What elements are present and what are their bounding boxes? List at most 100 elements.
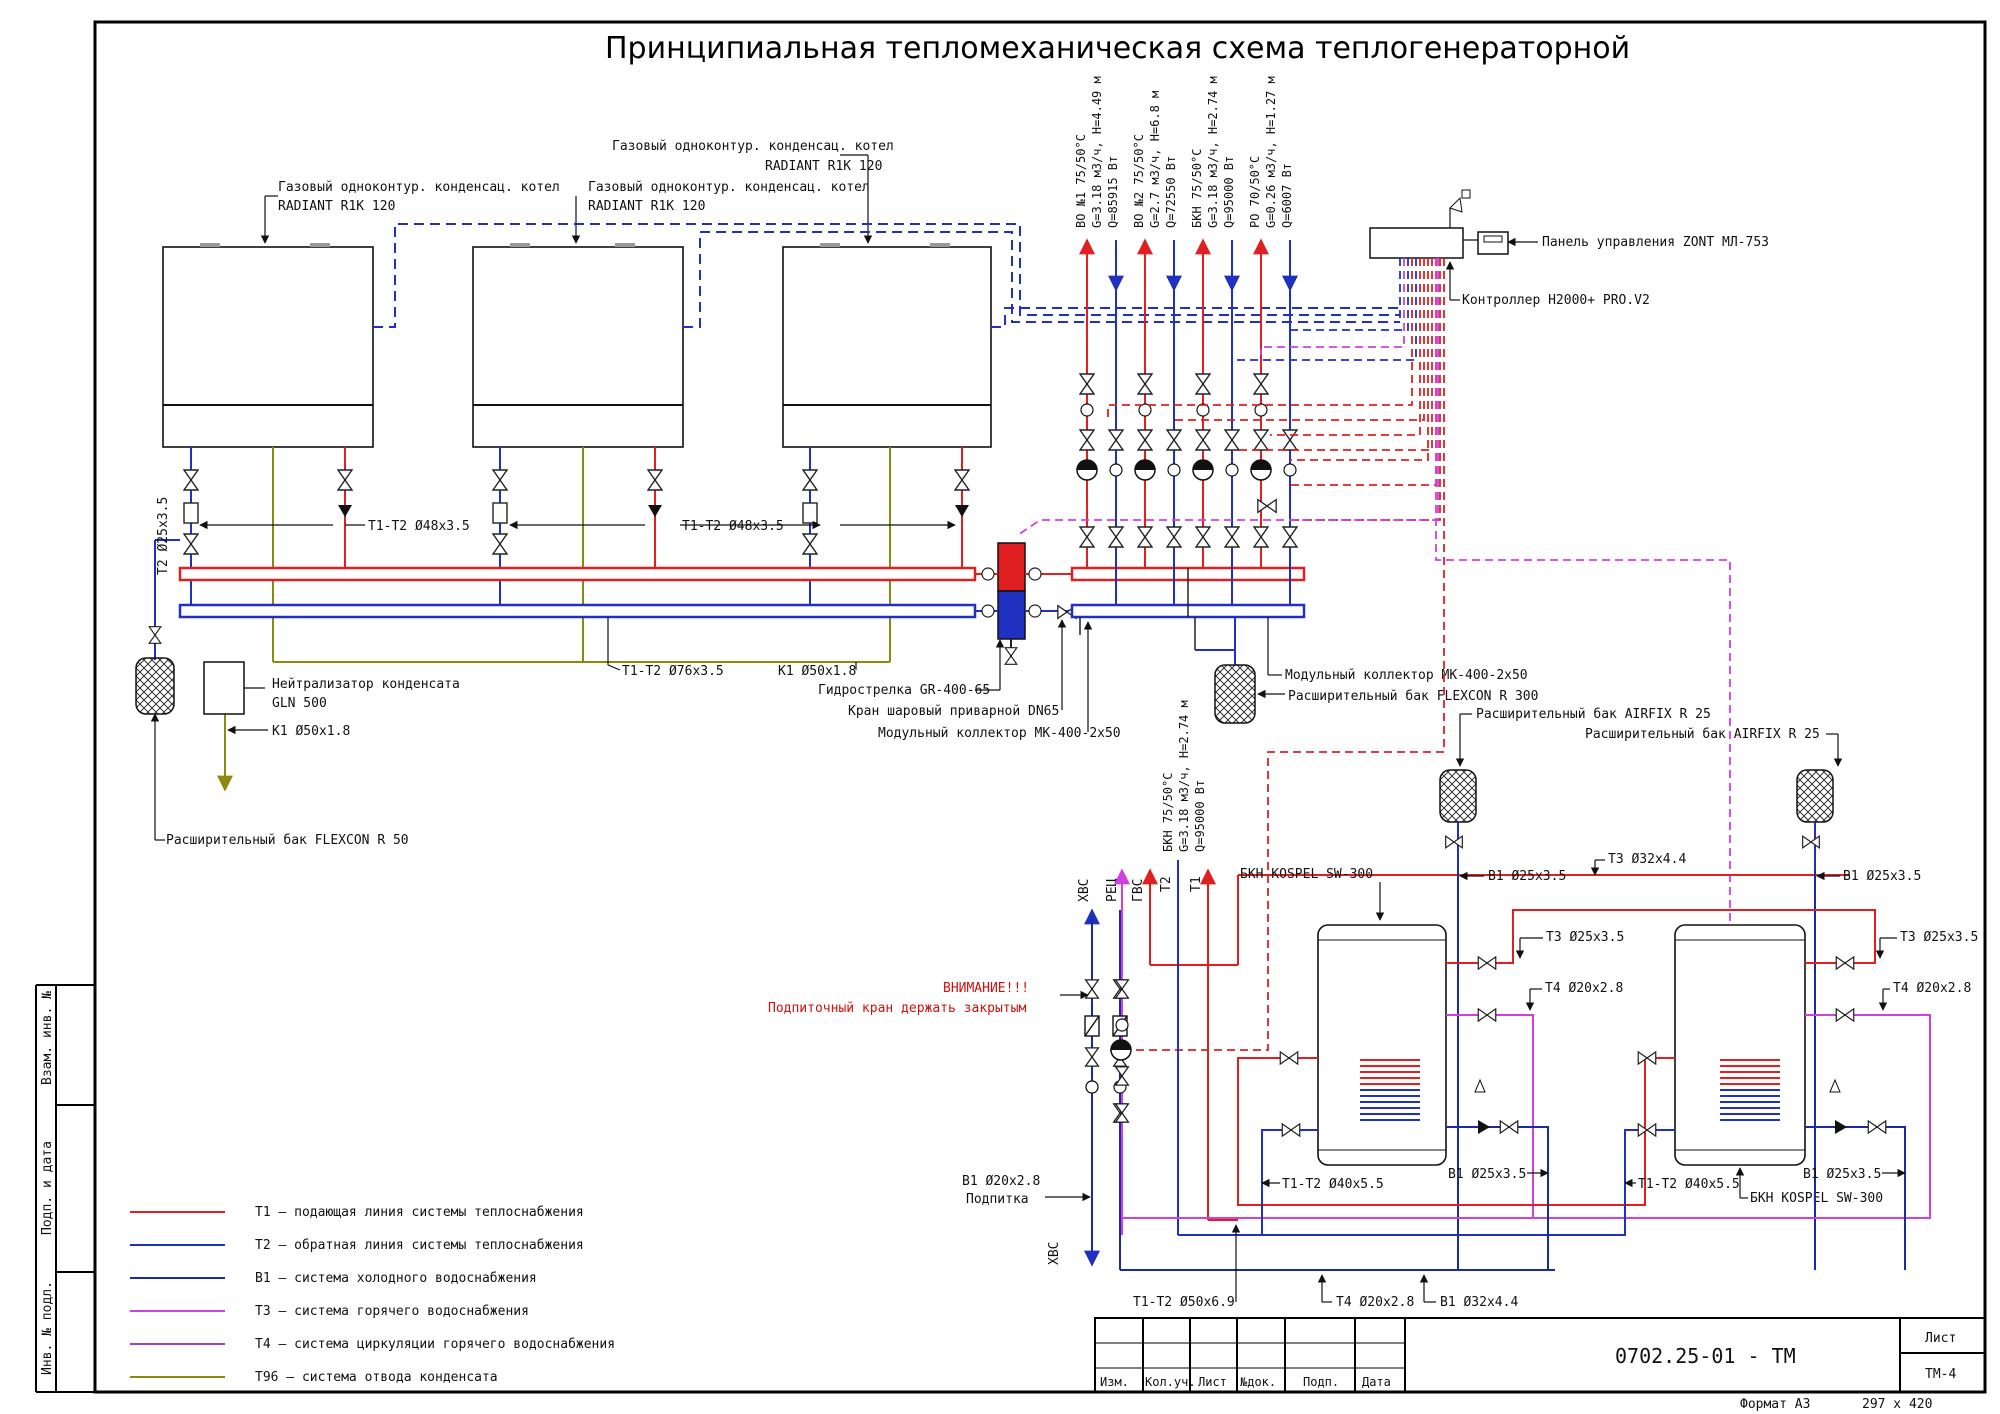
label-t3-25-b: T3 Ø25x3.5 [1900, 930, 1978, 945]
label-t3-32: T3 Ø32x4.4 [1608, 852, 1686, 867]
label-collector-a: Модульный коллектор МК-400-2x50 [878, 726, 1121, 741]
stamp-col-data: Дата [1362, 1375, 1391, 1389]
label-t4-20-b: T4 Ø20x2.8 [1893, 981, 1971, 996]
side-vzam-label: Взам. инв. № [40, 991, 55, 1085]
boiler-1 [162, 243, 374, 448]
label-airfix-b: Расширительный бак AIRFIX R 25 [1585, 727, 1820, 742]
boiler-2-label: Газовый одноконтур. конденсац. котел [588, 180, 870, 195]
label-k1-50-a: K1 Ø50x1.8 [272, 724, 350, 739]
circuit-3-g: G=3.18 м3/ч, H=2.74 м [1206, 76, 1220, 228]
supply-header [178, 566, 977, 582]
boiler-valves [183, 469, 970, 555]
legend-item-t96: T96 – система отвода конденсата [255, 1370, 498, 1385]
legend-item-b1: B1 – система холодного водоснабжения [255, 1271, 537, 1286]
boiler-2-model: RADIANT R1K 120 [588, 199, 705, 214]
expansion-tank-airfix-2 [1796, 769, 1834, 870]
return-arrows [1108, 240, 1298, 292]
circuit-1-name: BO №1 75/50°C [1074, 134, 1088, 228]
label-t4-20-c: T4 Ø20x2.8 [1336, 1295, 1414, 1310]
stamp-doc-code: 0702.25-01 - TM [1615, 1344, 1796, 1368]
label-panel: Панель управления ZONT МЛ-753 [1542, 235, 1769, 250]
label-b1-20: B1 Ø20x2.8 [962, 1174, 1040, 1189]
hydraulic-separator [997, 542, 1026, 640]
label-b1-25-c: B1 Ø25x3.5 [1448, 1167, 1526, 1182]
boiler-3-model: RADIANT R1K 120 [765, 159, 882, 174]
label-controller: Контроллер H2000+ PRO.V2 [1462, 293, 1650, 308]
stamp-col-list: Лист [1198, 1375, 1227, 1389]
label-b1-25-a: B1 Ø25x3.5 [1488, 869, 1566, 884]
bkn-name: БКН 75/50°C [1161, 773, 1175, 852]
controller-box [1369, 189, 1480, 259]
label-hydro: Гидрострелка GR-400-65 [818, 683, 990, 698]
circuit-2-q: Q=72550 Вт [1164, 156, 1178, 228]
label-flexcon-300: Расширительный бак FLEXCON R 300 [1288, 689, 1538, 704]
circuit-1-g: G=3.18 м3/ч, H=4.49 м [1090, 76, 1104, 228]
circuit-3-name: БКН 75/50°C [1190, 149, 1204, 228]
stamp-col-kol: Кол.уч. [1145, 1375, 1196, 1389]
label-airfix-a: Расширительный бак AIRFIX R 25 [1476, 707, 1711, 722]
dhw-fittings [1084, 979, 1132, 1123]
label-bkn-top: БКН KOSPEL SW-300 [1240, 867, 1373, 882]
label-t3-25-a: T3 Ø25x3.5 [1546, 930, 1624, 945]
label-ball-valve: Кран шаровый приварной DN65 [848, 704, 1059, 719]
condensate-neutralizer [203, 661, 245, 715]
boiler-1-model: RADIANT R1K 120 [278, 199, 395, 214]
side-podp-label: Подп. и дата [40, 1141, 55, 1235]
boiler-pipes [190, 447, 963, 662]
label-k1-50-b: K1 Ø50x1.8 [778, 664, 856, 679]
stamp-col-podp: Подп. [1303, 1375, 1339, 1389]
label-t1t2-48-b: T1-T2 Ø48x3.5 [682, 519, 784, 534]
label-t1t2-48-a: T1-T2 Ø48x3.5 [368, 519, 470, 534]
bkn-circuit-labels: БКН 75/50°C G=3.18 м3/ч, H=2.74 м Q=9500… [1161, 700, 1207, 852]
zont-panel [1477, 231, 1509, 255]
title-block [1094, 1317, 1986, 1393]
bkn-tank-1-coil [1360, 1059, 1420, 1121]
label-b1-25-d: B1 Ø25x3.5 [1803, 1167, 1881, 1182]
label-t1t2-40-a: T1-T2 Ø40x5.5 [1282, 1177, 1384, 1192]
tank-piping [1122, 870, 1931, 1270]
circuit-4-q: Q=6007 Вт [1280, 163, 1294, 228]
label-xbc-bottom: ХВС [1047, 1242, 1062, 1265]
circuit-3-q: Q=95000 Вт [1222, 156, 1236, 228]
return-header [178, 603, 977, 619]
circuit-2-name: BO №2 75/50°C [1132, 134, 1146, 228]
circuit-4-g: G=0.26 м3/ч, H=1.27 м [1264, 76, 1278, 228]
legend-item-t2: T2 – обратная линия системы теплоснабжен… [255, 1238, 584, 1253]
label-b1-32: B1 Ø32x4.4 [1440, 1295, 1518, 1310]
label-t1t2-76: T1-T2 Ø76x3.5 [622, 664, 724, 679]
label-xbc: ХВС [1077, 879, 1092, 902]
boiler-1-label: Газовый одноконтур. конденсац. котел [278, 180, 560, 195]
legend: T1 – подающая линия системы теплоснабжен… [130, 1205, 615, 1385]
modular-collector [1070, 566, 1306, 619]
side-inv-label: Инв. № подл. [40, 1281, 55, 1375]
warning-title: ВНИМАНИЕ!!! [943, 981, 1029, 996]
label-t1-line: T1 [1189, 876, 1204, 892]
bkn-tank-2 [1674, 924, 1806, 1166]
label-collector-b: Модульный коллектор МК-400-2x50 [1285, 668, 1528, 683]
neutralizer-model: GLN 500 [272, 696, 327, 711]
dhw-piping [1084, 860, 1850, 1271]
label-t2-line: T2 [1159, 876, 1174, 892]
circuit-labels: BO №1 75/50°C G=3.18 м3/ч, H=4.49 м Q=85… [1074, 76, 1294, 228]
expansion-tank-flexcon-50 [135, 657, 175, 715]
legend-item-t3: T3 – система горячего водоснабжения [255, 1304, 529, 1319]
label-bkn-bottom: БКН KOSPEL SW-300 [1750, 1191, 1883, 1206]
bkn-g: G=3.18 м3/ч, H=2.74 м [1177, 700, 1191, 852]
bkn-tank-1 [1317, 924, 1447, 1166]
control-cable-bundle [1017, 258, 1731, 1051]
label-t2-25: T2 Ø25x3.5 [156, 497, 171, 575]
expansion-tank-flexcon-300 [1214, 664, 1256, 724]
stamp-col-ndok: №док. [1240, 1375, 1276, 1389]
stamp-size: 297 x 420 [1862, 1397, 1932, 1412]
label-gvs: ГВС [1131, 879, 1146, 902]
bkn-q: Q=95000 Вт [1193, 780, 1207, 852]
circuit-fittings [1076, 373, 1298, 548]
boiler-3 [782, 243, 992, 448]
tank-fittings [1279, 956, 1887, 1137]
label-flexcon-50: Расширительный бак FLEXCON R 50 [166, 833, 409, 848]
stamp-col-izm: Изм. [1100, 1375, 1129, 1389]
stamp-sheet-value: TM-4 [1925, 1367, 1956, 1382]
label-t1t2-50: T1-T2 Ø50x6.9 [1133, 1295, 1235, 1310]
page-title: Принципиальная тепломеханическая схема т… [605, 31, 1630, 66]
